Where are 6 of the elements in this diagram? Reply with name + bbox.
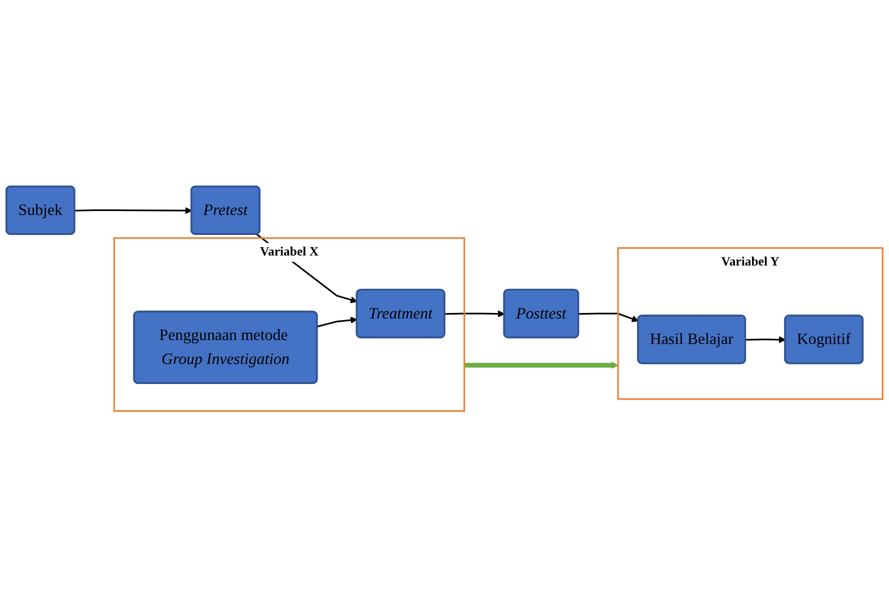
arrow [74, 207, 192, 214]
arrow [317, 316, 358, 328]
arrow [746, 336, 786, 344]
arrow [444, 310, 505, 318]
arrow [464, 362, 618, 370]
arrow [578, 313, 639, 322]
